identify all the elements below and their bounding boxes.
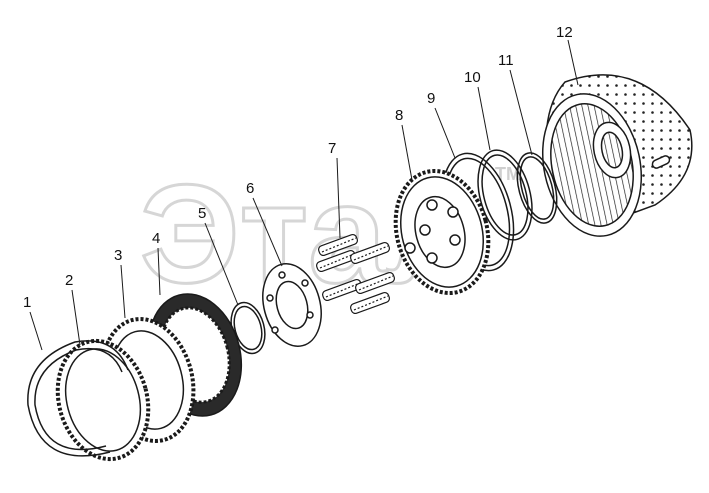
callout-10: 10 <box>464 69 481 86</box>
part-11-ring <box>516 152 558 224</box>
part-7-springs <box>316 233 395 315</box>
part-8-piston-gear <box>393 168 491 296</box>
part-2-pressure-plate <box>55 338 151 462</box>
callout-3: 3 <box>114 247 122 264</box>
spring <box>355 271 395 295</box>
spring <box>318 233 358 257</box>
part-10-seal-ring <box>477 149 533 241</box>
callout-12: 12 <box>556 24 573 41</box>
watermark-trademark: TM <box>495 164 521 184</box>
callout-2: 2 <box>65 272 73 289</box>
spring <box>350 241 390 265</box>
callout-4: 4 <box>152 230 160 247</box>
spring <box>350 291 390 315</box>
callout-5: 5 <box>198 205 206 222</box>
callout-9: 9 <box>427 90 435 107</box>
callout-8: 8 <box>395 107 403 124</box>
callout-11: 11 <box>498 52 514 69</box>
leader-lines <box>29 39 579 351</box>
callout-7: 7 <box>328 140 336 157</box>
part-6-retainer-plate <box>262 263 322 347</box>
part-1-snap-ring <box>27 340 129 457</box>
part-12-clutch-drum <box>541 74 693 237</box>
callout-1: 1 <box>23 294 31 311</box>
callout-6: 6 <box>246 180 254 197</box>
callout-labels: 1 2 3 4 5 6 7 8 9 10 11 12 <box>23 24 573 311</box>
